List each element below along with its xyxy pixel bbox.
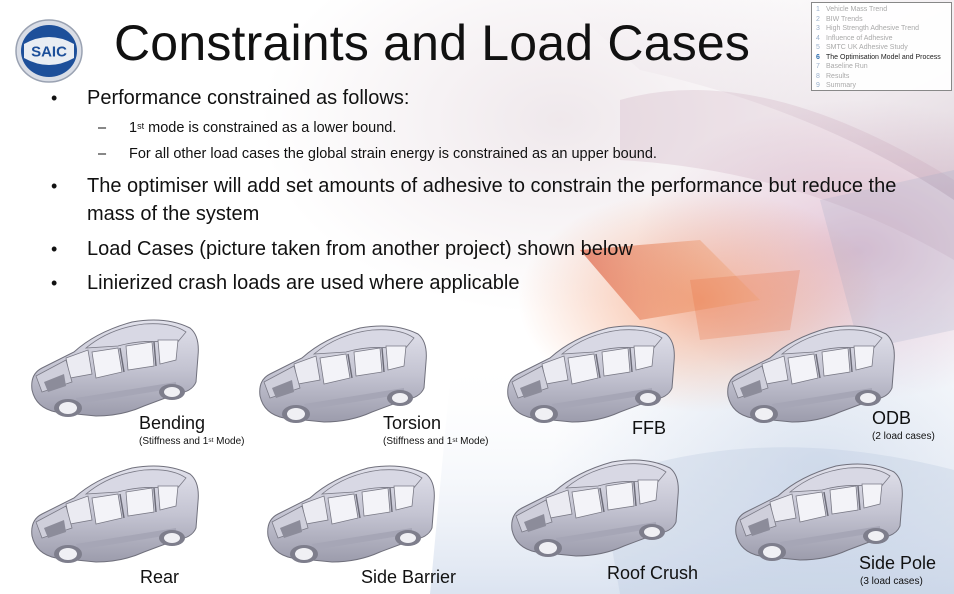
bullet-text: Load Cases (picture taken from another p…: [87, 238, 633, 260]
load-case-label-side-barrier: Side Barrier: [361, 567, 457, 587]
bullet-crash-loads: • Linierized crash loads are used where …: [51, 269, 897, 297]
sub-bullet-marker: –: [98, 120, 107, 136]
load-case-sub-torsion: (Stiffness and 1st Mode): [383, 436, 489, 447]
bullet-marker: •: [51, 88, 58, 108]
bullet-marker: •: [51, 239, 58, 259]
load-case-label-rear: Rear: [140, 567, 180, 587]
saic-logo: SAIC: [14, 18, 84, 84]
load-case-label-odb: ODB: [872, 408, 912, 428]
sub-bullet-first-mode: – 1st mode is constrained as a lower bou…: [98, 120, 397, 136]
logo-emblem-icon: SAIC: [15, 19, 83, 83]
bullet-marker: •: [51, 273, 58, 293]
car-ffb-image: [507, 325, 676, 424]
load-case-sub-odb: (2 load cases): [872, 431, 935, 442]
sub-bullet-marker: –: [98, 146, 107, 162]
load-case-label-roof-crush: Roof Crush: [607, 563, 699, 583]
sub-bullet-strain-energy: – For all other load cases the global st…: [98, 146, 657, 162]
bullet-marker: •: [51, 176, 58, 196]
bullet-optimiser: • The optimiser will add set amounts of …: [51, 172, 897, 228]
car-bending-image: [31, 319, 200, 418]
bullet-text: The optimiser will add set amounts of ad…: [87, 175, 897, 225]
logo-text: SAIC: [31, 44, 67, 61]
slide-title: Constraints and Load Cases: [114, 15, 751, 71]
load-case-label-torsion: Torsion: [383, 413, 442, 433]
load-case-sub-side-pole: (3 load cases): [860, 576, 923, 587]
bullet-text: Performance constrained as follows:: [87, 87, 410, 109]
bullet-text: Linierized crash loads are used where ap…: [87, 272, 520, 294]
bullet-load-cases: • Load Cases (picture taken from another…: [51, 235, 897, 263]
load-case-label-ffb: FFB: [632, 418, 666, 438]
car-side-barrier-image: [267, 465, 436, 564]
bullet-performance: • Performance constrained as follows:: [51, 84, 897, 112]
load-case-label-bending: Bending: [139, 413, 206, 433]
load-case-label-side-pole: Side Pole: [859, 553, 937, 573]
load-case-sub-bending: (Stiffness and 1st Mode): [139, 436, 245, 447]
car-rear-image: [31, 465, 200, 564]
car-roof-crush-image: [511, 459, 680, 558]
